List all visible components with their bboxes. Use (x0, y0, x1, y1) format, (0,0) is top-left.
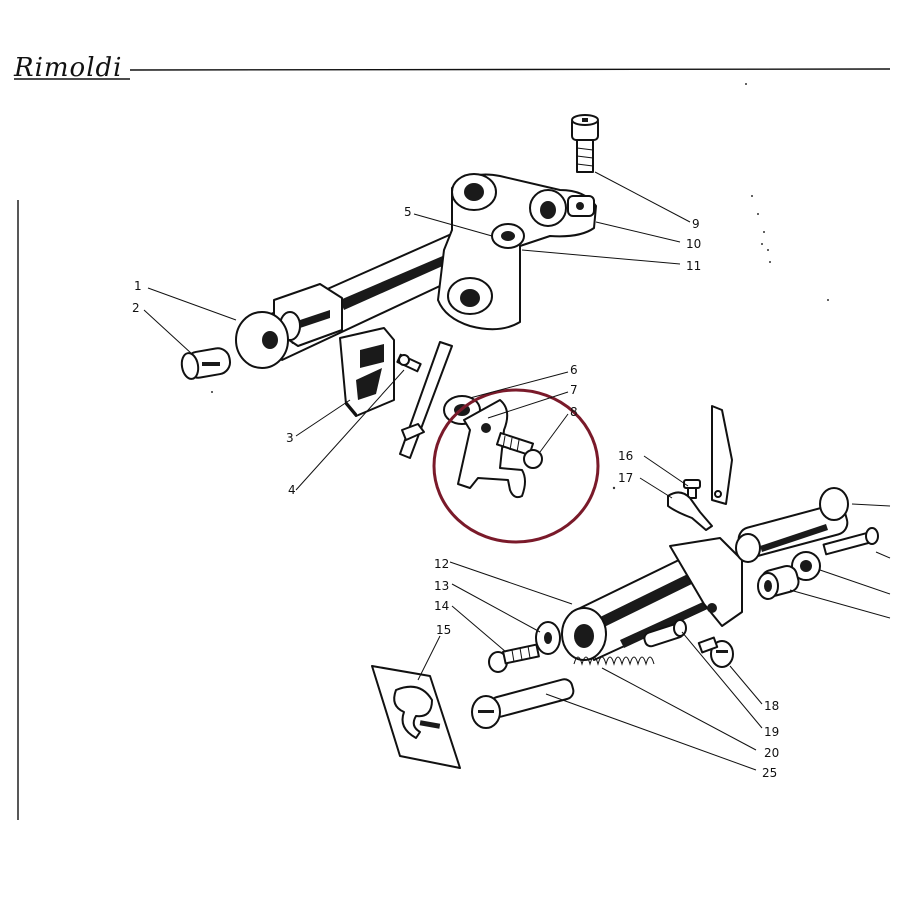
highlight-circle (432, 388, 600, 544)
leader-lines (143, 171, 891, 771)
part-3-block (339, 327, 395, 417)
callout-15: 15 (436, 623, 451, 637)
callout-13: 13 (434, 579, 449, 593)
part-18-screw (697, 636, 734, 668)
part-15-plate (371, 665, 461, 769)
callout-17: 17 (618, 471, 633, 485)
callout-2: 2 (132, 301, 140, 315)
part-17-clip (667, 491, 713, 531)
callout-6: 6 (570, 363, 578, 377)
header-rule (129, 68, 891, 71)
scan-speckles (211, 83, 829, 490)
callout-numbers: 1 2 3 4 5 6 7 8 9 10 11 12 13 14 15 16 1… (132, 205, 779, 780)
callout-7: 7 (570, 383, 578, 397)
callout-25: 25 (762, 766, 777, 780)
callout-10: 10 (686, 237, 701, 251)
callout-14: 14 (434, 599, 449, 613)
part-7-bracket (457, 399, 526, 499)
part-13-washer (535, 621, 561, 655)
part-right-screw (822, 527, 879, 556)
part-19-pin (643, 619, 687, 648)
callout-4: 4 (288, 483, 296, 497)
callout-8: 8 (570, 405, 578, 419)
part-2-pin (180, 347, 232, 380)
callout-16: 16 (618, 449, 633, 463)
brand-logo-text: Rimoldi (13, 53, 122, 83)
upper-housing (437, 173, 597, 331)
part-20-spring (573, 656, 655, 666)
callout-12: 12 (434, 557, 449, 571)
part-right-washer (791, 551, 821, 581)
callout-3: 3 (286, 431, 294, 445)
callout-9: 9 (692, 217, 700, 231)
callout-1: 1 (134, 279, 142, 293)
part-1-shaft (235, 231, 475, 369)
part-blade (711, 405, 733, 505)
part-right-bush (757, 565, 800, 600)
part-plate-bracket (399, 341, 453, 459)
part-4-screw (396, 353, 422, 373)
part-25-long-pin (471, 678, 575, 729)
part-8-bolt (495, 432, 543, 469)
part-9-cap-screw (571, 114, 599, 173)
callout-19: 19 (764, 725, 779, 739)
callout-5: 5 (404, 205, 412, 219)
callout-18: 18 (764, 699, 779, 713)
part-right-pin (735, 487, 849, 563)
part-14-screw (488, 643, 540, 673)
callout-20: 20 (764, 746, 779, 760)
callout-11: 11 (686, 259, 701, 273)
